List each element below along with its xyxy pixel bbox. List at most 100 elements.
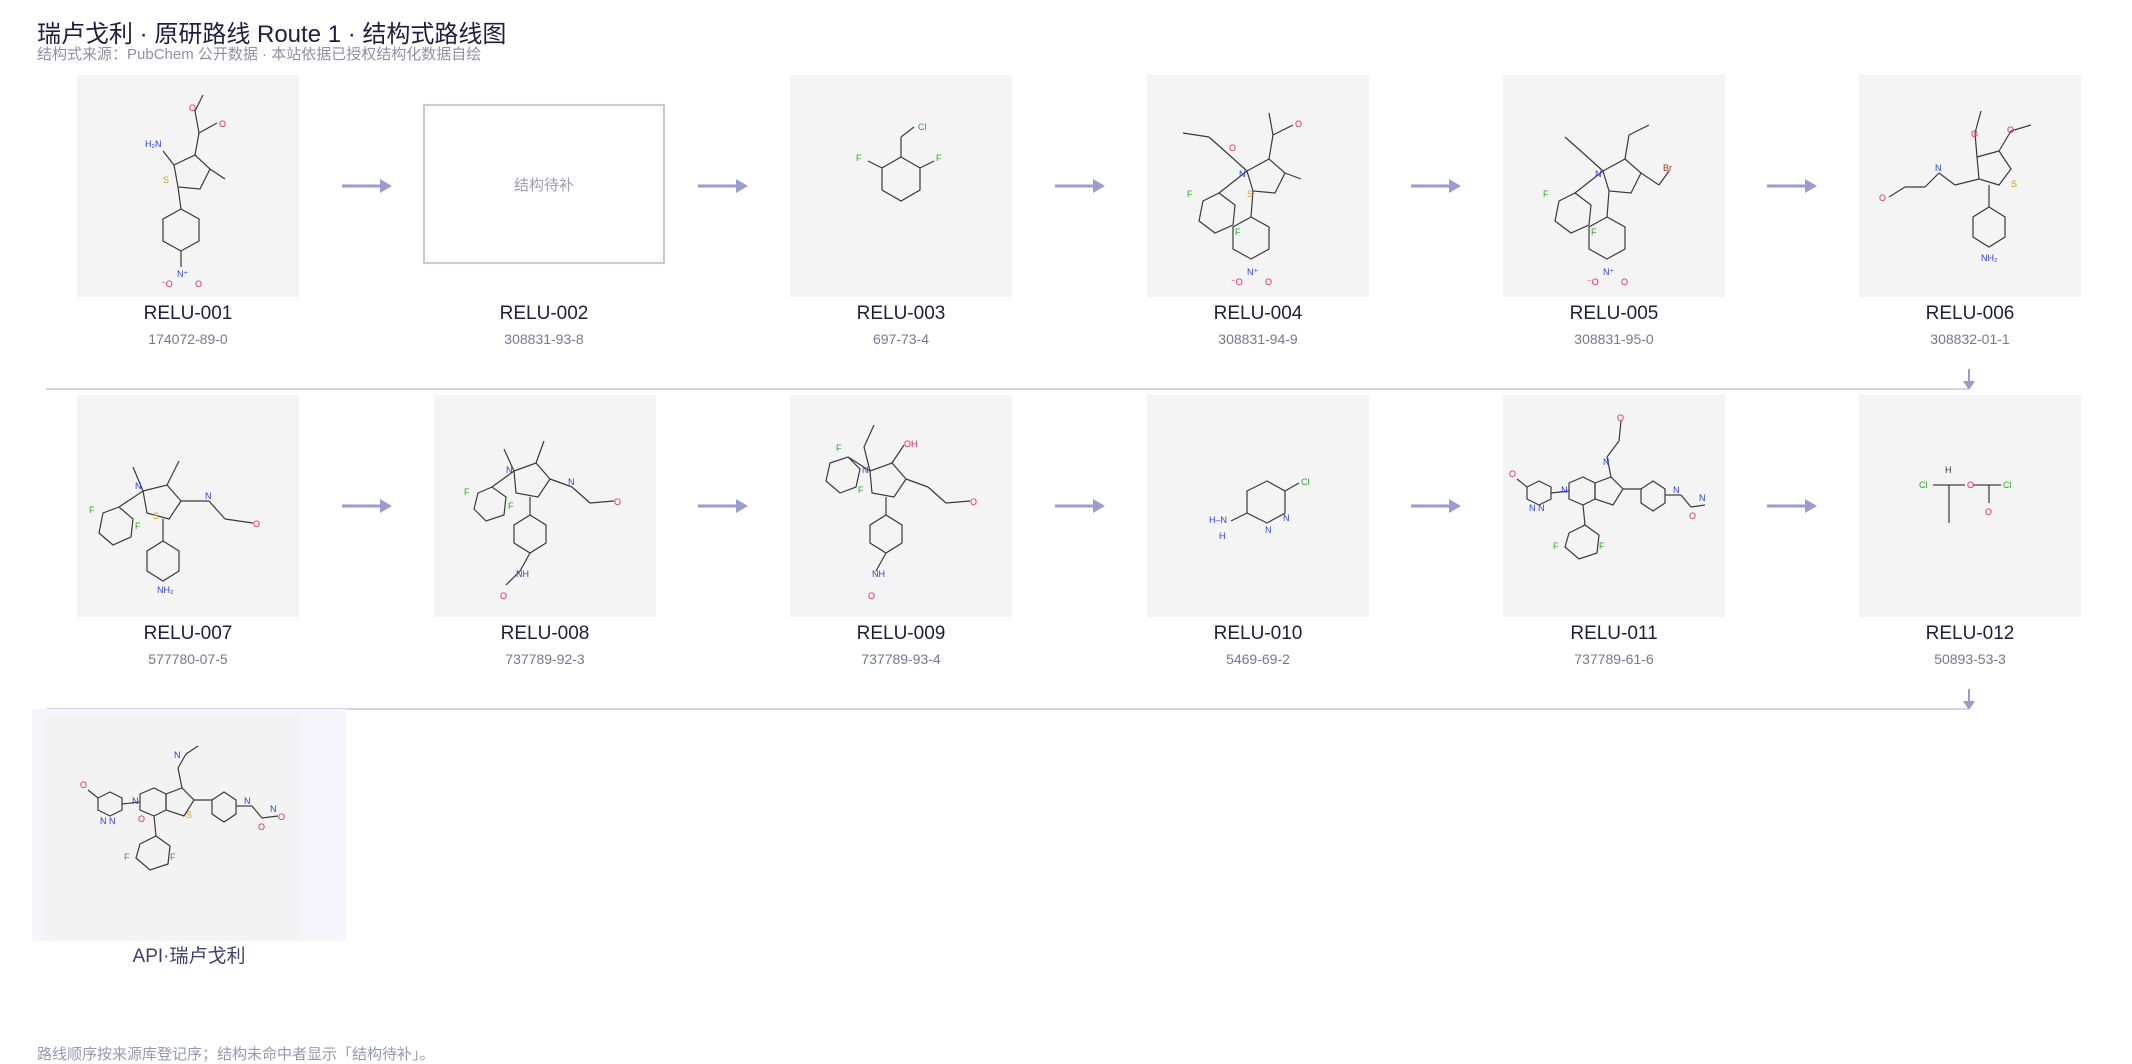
node-code: RELU-008 bbox=[500, 623, 590, 644]
node-code: RELU-010 bbox=[1213, 623, 1303, 644]
svg-text:O: O bbox=[1967, 480, 1974, 490]
svg-text:NH: NH bbox=[872, 569, 885, 579]
svg-text:O: O bbox=[1879, 193, 1886, 203]
svg-text:N: N bbox=[135, 481, 142, 491]
svg-text:⁻O: ⁻O bbox=[1587, 277, 1599, 287]
svg-text:F: F bbox=[1187, 189, 1193, 199]
svg-text:F: F bbox=[856, 153, 862, 163]
node-cas: 577780-07-5 bbox=[148, 651, 228, 667]
svg-text:F: F bbox=[124, 852, 130, 862]
node-code: RELU-001 bbox=[143, 303, 233, 324]
row-divider bbox=[46, 708, 1968, 710]
svg-text:F: F bbox=[1591, 227, 1597, 237]
svg-text:N: N bbox=[174, 750, 181, 760]
row-divider bbox=[46, 388, 1968, 390]
svg-text:O: O bbox=[219, 119, 226, 129]
node-cas: 174072-89-0 bbox=[148, 331, 228, 347]
svg-text:H₂N: H₂N bbox=[145, 139, 162, 149]
svg-text:F: F bbox=[170, 852, 176, 862]
svg-text:F: F bbox=[1543, 189, 1549, 199]
svg-text:O: O bbox=[258, 822, 265, 832]
page-title: 瑞卢戈利 · 原研路线 Route 1 · 结构式路线图 bbox=[37, 21, 507, 48]
svg-text:N: N bbox=[1561, 485, 1568, 495]
svg-text:Br: Br bbox=[1663, 163, 1672, 173]
node-code: RELU-009 bbox=[856, 623, 946, 644]
svg-text:O: O bbox=[138, 814, 145, 824]
svg-text:O: O bbox=[970, 497, 977, 507]
right-arrow-icon bbox=[1411, 179, 1461, 193]
node-cas: 308831-95-0 bbox=[1574, 331, 1654, 347]
svg-text:F: F bbox=[508, 501, 514, 511]
right-arrow-icon bbox=[698, 179, 748, 193]
svg-text:N N: N N bbox=[100, 816, 116, 826]
svg-text:Cl: Cl bbox=[2003, 480, 2012, 490]
svg-text:O: O bbox=[1229, 143, 1236, 153]
svg-text:N: N bbox=[132, 796, 139, 806]
node-cas: 308831-93-8 bbox=[504, 331, 584, 347]
structure-tile: 结构待补 bbox=[423, 75, 665, 297]
svg-text:O: O bbox=[2007, 125, 2014, 135]
right-arrow-icon bbox=[1411, 499, 1461, 513]
svg-text:NH: NH bbox=[516, 569, 529, 579]
node-code: RELU-012 bbox=[1925, 623, 2015, 644]
svg-text:O: O bbox=[1265, 277, 1272, 287]
svg-text:N: N bbox=[1265, 525, 1272, 535]
api-label: API·瑞卢戈利 bbox=[132, 946, 246, 967]
svg-text:O: O bbox=[614, 497, 621, 507]
node-cas: 308832-01-1 bbox=[1930, 331, 2010, 347]
svg-text:Cl: Cl bbox=[1301, 477, 1310, 487]
svg-text:O: O bbox=[1617, 413, 1624, 423]
svg-text:N: N bbox=[270, 804, 277, 814]
svg-text:F: F bbox=[1553, 541, 1559, 551]
node-cas: 50893-53-3 bbox=[1934, 651, 2006, 667]
node-code: RELU-002 bbox=[499, 303, 589, 324]
svg-text:N: N bbox=[1699, 493, 1706, 503]
svg-text:N: N bbox=[862, 465, 869, 475]
node-cas: 737789-92-3 bbox=[505, 651, 585, 667]
node-code: RELU-007 bbox=[143, 623, 233, 644]
svg-text:F: F bbox=[1235, 227, 1241, 237]
svg-text:F: F bbox=[135, 521, 141, 531]
svg-text:O: O bbox=[253, 519, 260, 529]
svg-text:N: N bbox=[1595, 169, 1602, 179]
svg-text:O: O bbox=[189, 103, 196, 113]
node-code: RELU-003 bbox=[856, 303, 946, 324]
down-arrow-icon bbox=[1963, 369, 1975, 390]
svg-text:F: F bbox=[836, 443, 842, 453]
route-node-relu-002[interactable]: 结构待补 RELU-002 308831-93-8 bbox=[423, 75, 665, 347]
right-arrow-icon bbox=[342, 499, 392, 513]
svg-text:N⁺: N⁺ bbox=[1603, 267, 1614, 277]
svg-text:N N: N N bbox=[1529, 503, 1545, 513]
right-arrow-icon bbox=[1767, 179, 1817, 193]
svg-text:O: O bbox=[500, 591, 507, 601]
svg-text:OH: OH bbox=[904, 439, 918, 449]
node-cas: 737789-93-4 bbox=[861, 651, 941, 667]
svg-text:H: H bbox=[1945, 465, 1952, 475]
svg-text:S: S bbox=[153, 511, 159, 521]
